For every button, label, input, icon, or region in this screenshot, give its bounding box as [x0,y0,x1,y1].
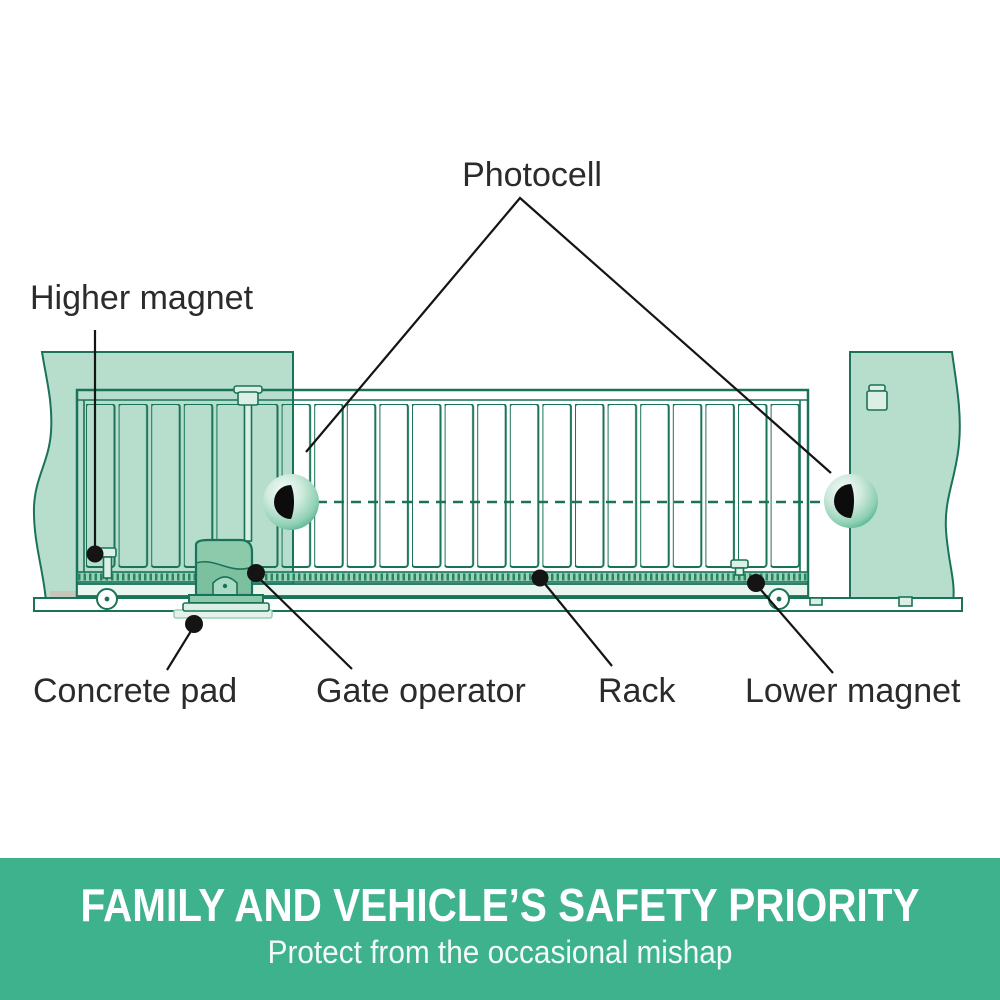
gate-operator-motor [173,538,273,619]
label-rack: Rack [598,672,676,710]
gate-wheel-left [96,588,118,610]
gate-bottom-rail [76,583,809,597]
gate-wheel-right [768,588,790,610]
banner-subtitle: Protect from the occasional mishap [267,934,733,970]
callouts [86,196,834,674]
sliding-gate [75,388,810,598]
right-wall [849,351,961,603]
wall-keyswitch-icon [866,384,888,411]
label-lower-magnet: Lower magnet [745,672,961,710]
gate-diagram: Photocell Higher magnet Concrete pad Gat… [30,156,963,710]
track-stop [809,597,823,606]
label-photocell: Photocell [462,156,602,194]
label-gate-operator: Gate operator [316,672,526,710]
banner-title: FAMILY AND VEHICLE’S SAFETY PRIORITY [80,879,920,931]
gate-pickets [86,404,800,569]
photocell-left-icon [263,474,319,530]
label-higher-magnet: Higher magnet [30,279,254,317]
lower-magnet [730,559,749,576]
label-concrete-pad: Concrete pad [33,672,237,710]
wall-base-block [898,596,913,607]
rack-rail [76,571,809,583]
safety-banner: FAMILY AND VEHICLE’S SAFETY PRIORITY Pro… [0,858,1000,1000]
photocell-right-icon [824,474,878,528]
